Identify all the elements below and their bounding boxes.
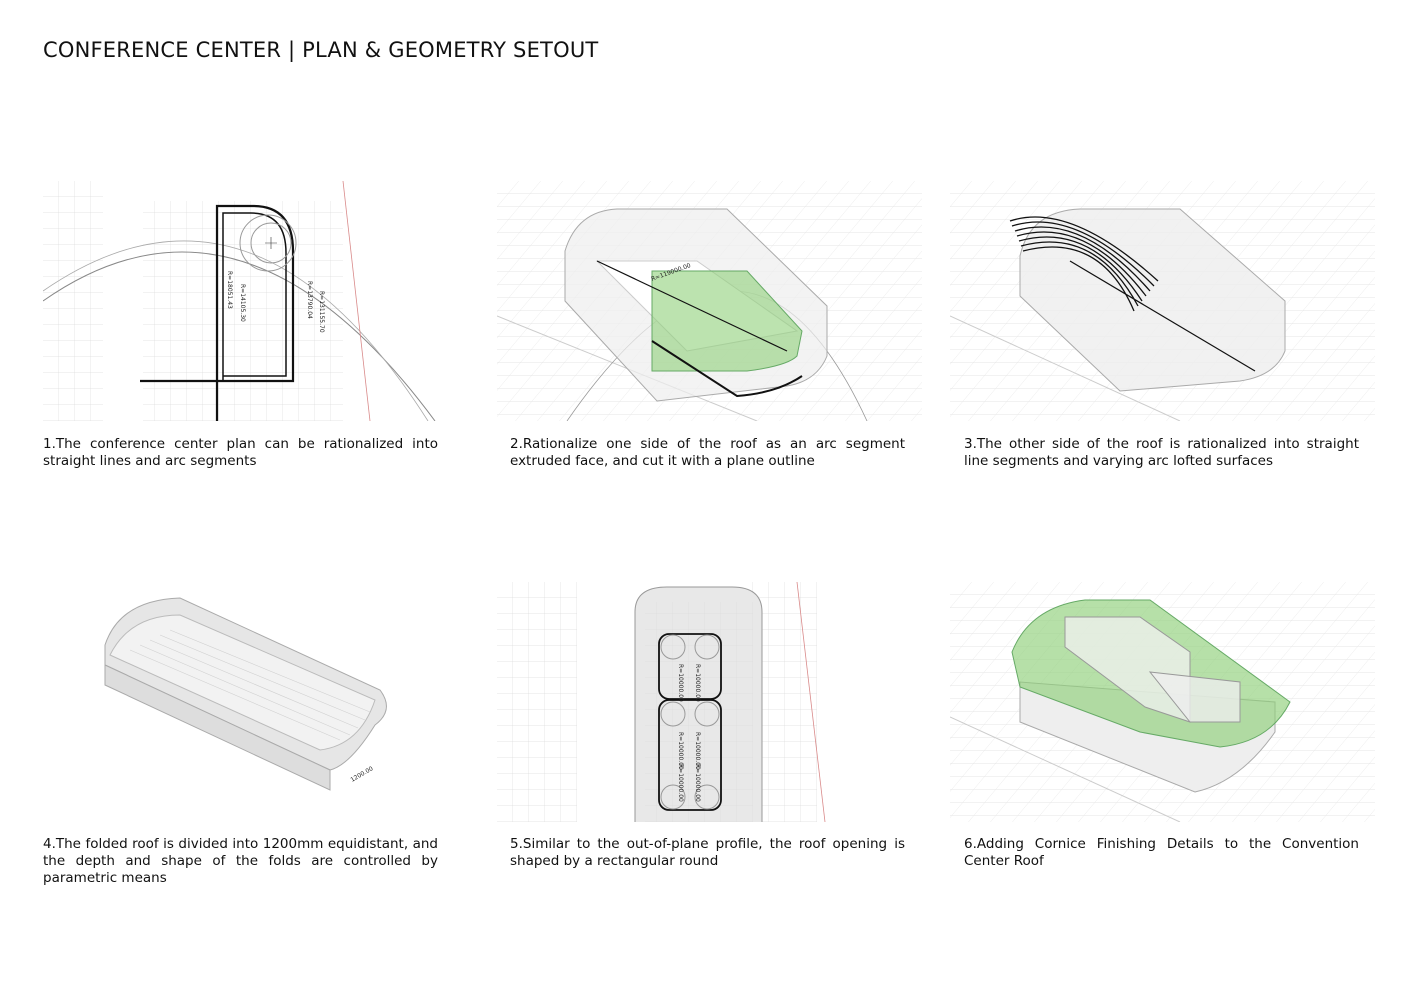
dim-label: R=10000.00 [694, 764, 701, 802]
dim-label: R=14105.30 [239, 284, 246, 322]
dim-label: 1200.00 [350, 765, 375, 784]
dim-label: R=10000.00 [694, 664, 701, 702]
dim-label: R=13790.04 [306, 281, 313, 319]
dim-label: R=10000.00 [677, 664, 684, 702]
panel-5-roof-opening-plan: R=10000.00 R=10000.00 R=10000.00 R=10000… [497, 582, 922, 822]
sheet-title: CONFERENCE CENTER | PLAN & GEOMETRY SETO… [43, 38, 599, 62]
dim-label: R=10000.00 [677, 764, 684, 802]
dim-label: R=10000.00 [694, 732, 701, 770]
panel-2-arc-extrusion: R=119000.00 [497, 181, 922, 421]
dim-label: R=131155.70 [318, 291, 325, 333]
caption-4: 4.The folded roof is divided into 1200mm… [43, 836, 438, 886]
caption-1: 1.The conference center plan can be rati… [43, 436, 438, 469]
dim-label: R=18051.43 [226, 271, 233, 309]
panel-6-cornice-details [950, 582, 1375, 822]
panel-1-plan-diagram: R=18051.43 R=14105.30 R=13790.04 R=13115… [43, 181, 468, 421]
panel-3-lofted-surfaces [950, 181, 1375, 421]
caption-3: 3.The other side of the roof is rational… [964, 436, 1359, 469]
caption-5: 5.Similar to the out-of-plane profile, t… [510, 836, 905, 869]
caption-6: 6.Adding Cornice Finishing Details to th… [964, 836, 1359, 869]
caption-2: 2.Rationalize one side of the roof as an… [510, 436, 905, 469]
dim-label: R=10000.00 [677, 732, 684, 770]
panel-4-folded-roof: 1200.00 [90, 590, 515, 830]
